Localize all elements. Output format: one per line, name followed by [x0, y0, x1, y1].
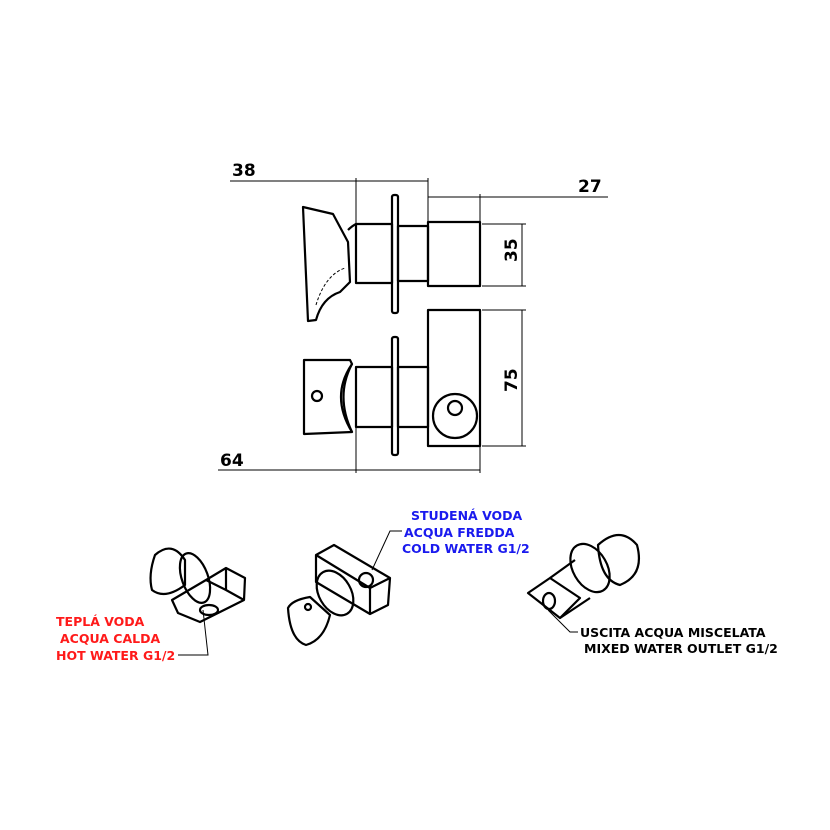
dimension-38-label: 38: [232, 161, 256, 181]
hot-label-line-1: TEPLÁ VODA: [56, 614, 145, 629]
dimension-27-label: 27: [578, 177, 602, 197]
dimension-75-label: 75: [502, 368, 522, 392]
dimension-35: 35: [482, 223, 526, 287]
side-view: [301, 193, 482, 323]
cold-label-line-2: ACQUA FREDDA: [404, 525, 515, 540]
hot-water-label: TEPLÁ VODA ACQUA CALDA HOT WATER G1/2: [56, 614, 175, 663]
outlet-label-line-2: MIXED WATER OUTLET G1/2: [584, 641, 778, 656]
outlet-label: USCITA ACQUA MISCELATA MIXED WATER OUTLE…: [580, 625, 778, 656]
cold-label-line-1: STUDENÁ VODA: [411, 508, 523, 523]
dimension-38: 38: [230, 161, 429, 224]
hot-label-line-3: HOT WATER G1/2: [56, 648, 175, 663]
cold-water-label: STUDENÁ VODA ACQUA FREDDA COLD WATER G1/…: [402, 508, 530, 556]
dimension-64: 64: [218, 427, 481, 473]
cold-label-line-3: COLD WATER G1/2: [402, 541, 530, 556]
iso-view-outlet: [526, 533, 641, 620]
cold-leader-line: [371, 530, 402, 571]
dimension-64-label: 64: [220, 451, 244, 471]
dimension-35-label: 35: [502, 238, 522, 262]
iso-view-cold: [286, 543, 392, 647]
hot-label-line-2: ACQUA CALDA: [60, 631, 160, 646]
dimension-75: 75: [482, 309, 526, 447]
outlet-leader-line: [547, 609, 578, 633]
front-view: [302, 308, 482, 457]
dimension-27: 27: [428, 177, 608, 222]
iso-view-hot: [149, 547, 247, 624]
hot-leader-line: [178, 609, 209, 656]
outlet-label-line-1: USCITA ACQUA MISCELATA: [580, 625, 766, 640]
